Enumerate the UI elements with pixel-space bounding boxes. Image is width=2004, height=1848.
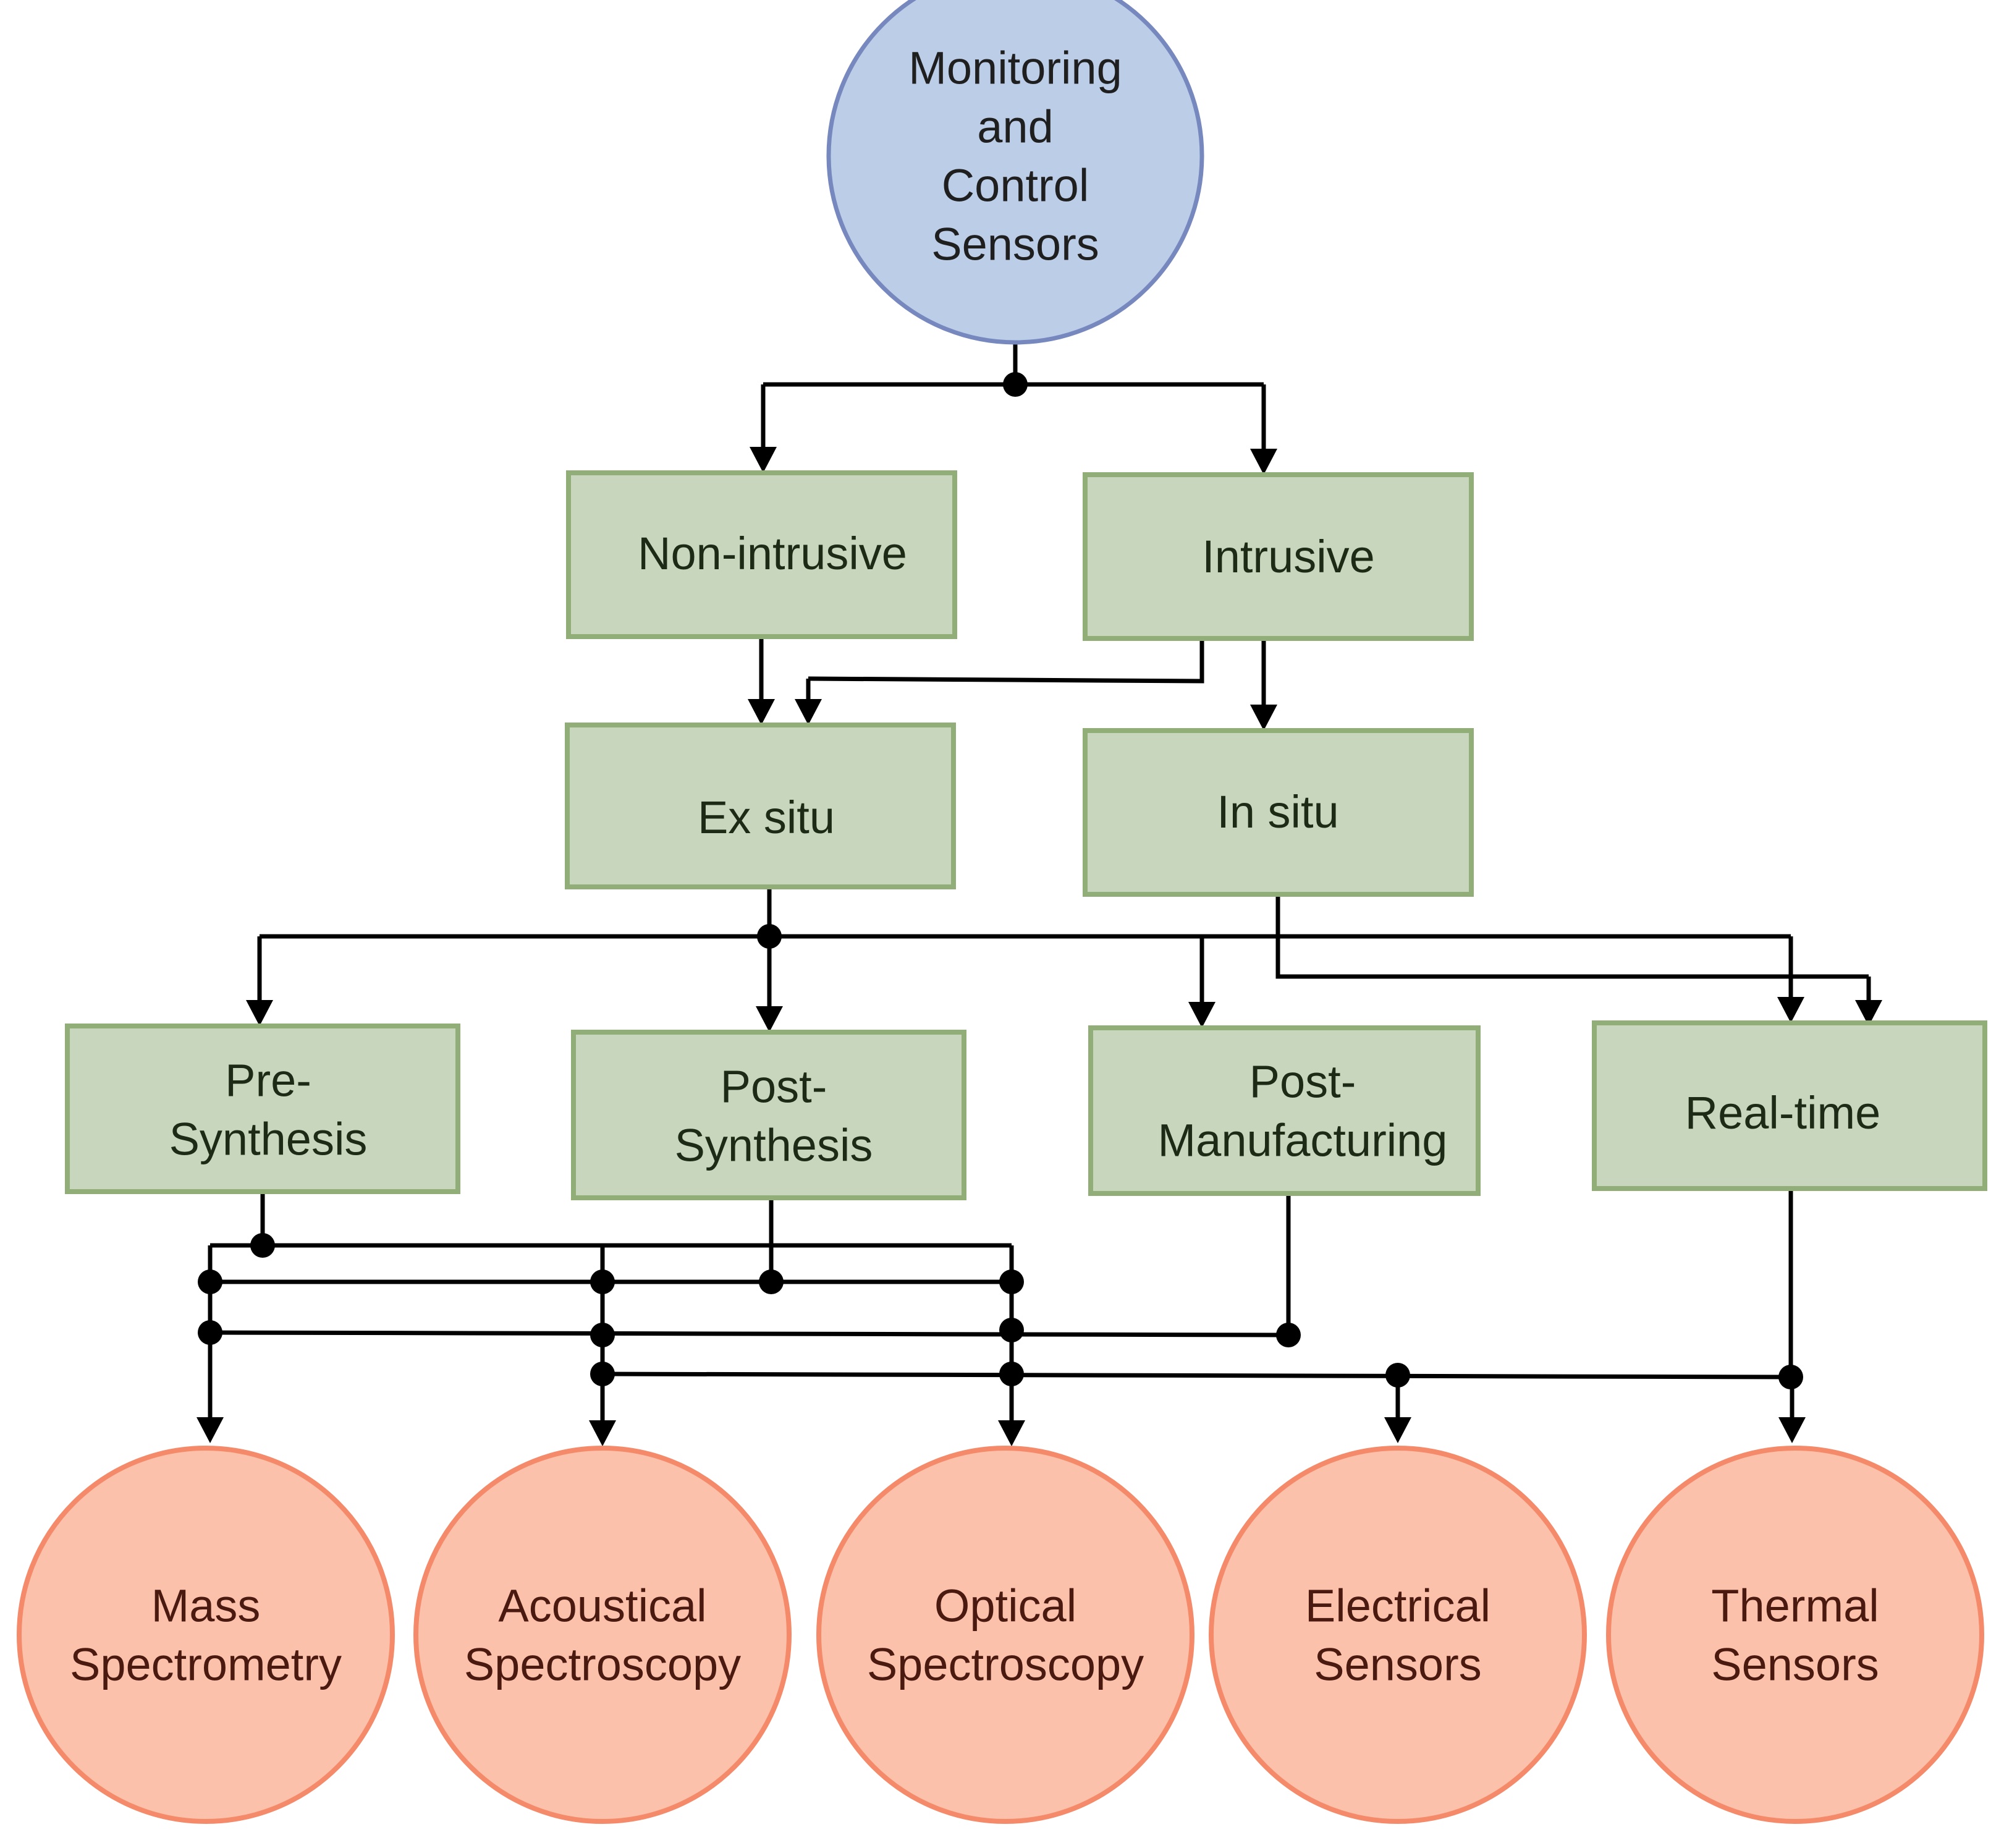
node-label-line: In situ	[1217, 786, 1338, 837]
non-intrusive-box-node: Non-intrusive	[566, 470, 957, 639]
real-time-box	[1592, 1020, 1987, 1191]
thermal-sensors-circle	[1606, 1446, 1984, 1824]
intrusive-box-node: Intrusive	[1083, 472, 1474, 641]
node-label-line: Optical	[934, 1580, 1076, 1632]
junction-dot	[198, 1269, 222, 1294]
node-label-line: Spectroscopy	[464, 1639, 741, 1690]
node-label-line: Pre-	[225, 1055, 311, 1106]
node-label-line: Spectrometry	[70, 1639, 342, 1690]
connectors	[197, 343, 1882, 1446]
junction-dot	[1276, 1323, 1301, 1347]
node-label-line: Spectroscopy	[867, 1639, 1144, 1690]
connector-line	[1275, 894, 1869, 979]
junction-dot	[999, 1318, 1024, 1342]
node-label-line: Sensors	[1711, 1639, 1879, 1690]
junction-dot	[590, 1362, 615, 1386]
junction-dot	[999, 1269, 1024, 1294]
arrowhead	[795, 699, 822, 725]
post-synthesis-box-node: Post- Synthesis	[571, 1030, 966, 1200]
arrowhead	[1777, 997, 1804, 1023]
node-label-line: Mass	[151, 1580, 261, 1632]
node-label-line: Post-	[721, 1061, 827, 1113]
arrowhead	[748, 699, 775, 725]
node-label-line: Thermal	[1711, 1580, 1879, 1632]
junction-dot	[999, 1362, 1024, 1386]
junction-dot	[1003, 372, 1028, 397]
ex-situ-box-node: Ex situ	[565, 723, 956, 889]
junction-dot	[757, 924, 782, 949]
junction-dot	[1385, 1363, 1410, 1388]
node-label-line: Post-	[1249, 1056, 1356, 1108]
node-label-line: Monitoring	[908, 43, 1122, 94]
connector-line	[602, 1371, 1793, 1380]
node-label-line: and	[977, 101, 1053, 153]
arrowhead	[998, 1420, 1025, 1446]
node-label-line: Real-time	[1685, 1087, 1881, 1138]
arrowhead	[589, 1420, 616, 1446]
arrowhead	[756, 1006, 783, 1032]
arrowhead	[750, 447, 777, 473]
electrical-sensors-circle	[1209, 1446, 1587, 1824]
arrowhead	[246, 1000, 273, 1026]
intrusive-box	[1083, 472, 1474, 641]
arrowhead	[1778, 1417, 1806, 1443]
optical-spectroscopy-circle	[816, 1446, 1194, 1824]
post-manufacturing-box-node: Post- Manufacturing	[1088, 1025, 1481, 1196]
arrowhead	[197, 1417, 224, 1443]
mass-spectrometry-circle	[17, 1446, 395, 1824]
arrowhead	[1250, 449, 1277, 475]
junction-dot	[590, 1269, 615, 1294]
node-label-line: Synthesis	[675, 1120, 873, 1171]
in-situ-box	[1083, 728, 1474, 897]
post-manufacturing-box	[1088, 1025, 1481, 1196]
pre-synthesis-box-node: Pre- Synthesis	[65, 1024, 460, 1194]
node-label-line: Electrical	[1305, 1580, 1490, 1632]
junction-dot	[590, 1323, 615, 1347]
post-synthesis-box	[571, 1030, 966, 1200]
arrowhead	[1384, 1417, 1411, 1443]
in-situ-box-node: In situ	[1083, 728, 1474, 897]
node-label-line: Intrusive	[1202, 531, 1375, 582]
node-label-line: Acoustical	[498, 1580, 706, 1632]
node-label-line: Control	[942, 160, 1089, 211]
non-intrusive-box	[566, 470, 957, 639]
node-label-line: Ex situ	[698, 792, 835, 843]
node-label-line: Sensors	[1314, 1639, 1481, 1690]
ex-situ-box	[565, 723, 956, 889]
arrowhead	[1188, 1002, 1216, 1028]
node-label-line: Synthesis	[169, 1114, 368, 1165]
node-label-line: Non-intrusive	[638, 528, 907, 579]
real-time-box-node: Real-time	[1592, 1020, 1987, 1191]
connector-line	[209, 1330, 1289, 1337]
junction-dot	[250, 1233, 275, 1258]
monitoring-and-control-sensors-circle	[826, 0, 1204, 345]
pre-synthesis-box	[65, 1024, 460, 1194]
node-label-line: Manufacturing	[1158, 1115, 1448, 1166]
arrowhead	[1250, 705, 1277, 731]
connector-line	[808, 638, 1204, 684]
arrowhead	[1855, 1000, 1882, 1026]
node-label-line: Sensors	[931, 219, 1099, 270]
acoustical-spectroscopy-circle	[413, 1446, 792, 1824]
junction-dot	[198, 1320, 222, 1345]
junction-dot	[759, 1269, 784, 1294]
